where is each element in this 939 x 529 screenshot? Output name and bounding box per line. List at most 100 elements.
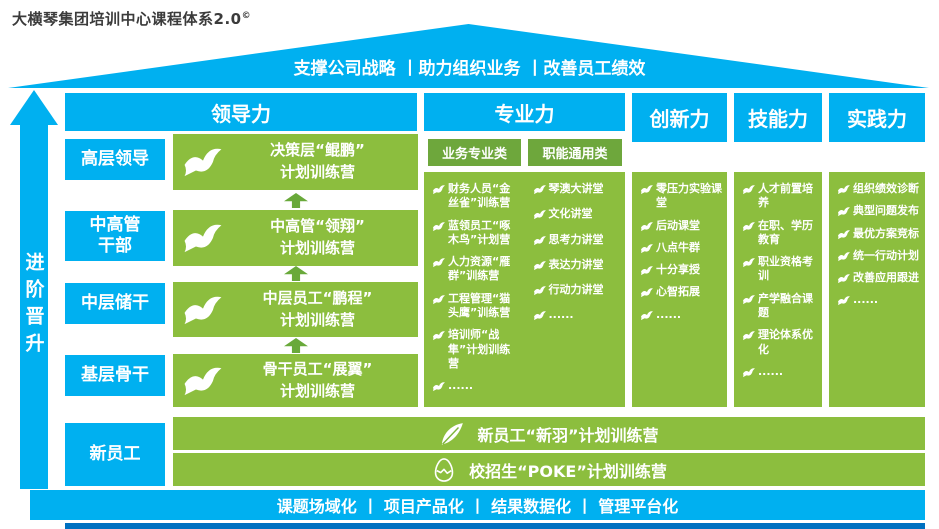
bird-bullet-icon bbox=[640, 310, 656, 321]
bird-bullet-icon bbox=[533, 184, 549, 195]
page-title: 大横琴集团培训中心课程体系2.0© bbox=[12, 8, 251, 29]
list-item: 琴澳大讲堂 bbox=[533, 182, 622, 196]
bird-bullet-icon bbox=[742, 257, 758, 268]
leadership-camp-executive: 决策层“鲲鹏” 计划训练营 bbox=[173, 134, 418, 190]
foundation-bar: 课题场域化 丨 项目产品化 丨 结果数据化 丨 管理平台化 bbox=[30, 490, 925, 520]
list-item: 典型问题发布 bbox=[837, 204, 921, 218]
list-item: ...... bbox=[432, 379, 521, 393]
subheader-general: 职能通用类 bbox=[528, 139, 622, 166]
list-item: 统一行动计划 bbox=[837, 249, 921, 263]
general-item-list: 琴澳大讲堂 文化讲堂 思考力讲堂 表达力讲堂 行动力讲堂 ...... bbox=[525, 172, 626, 407]
bird-bullet-icon bbox=[533, 310, 549, 321]
campus-hire-camp-row: 校招生“POKE”计划训练营 bbox=[173, 453, 925, 486]
bird-bullet-icon bbox=[640, 184, 656, 195]
level-label-senior: 中高管 干部 bbox=[65, 211, 165, 261]
list-item: 文化讲堂 bbox=[533, 207, 622, 221]
list-item: 行动力讲堂 bbox=[533, 283, 622, 297]
column-header-skills: 技能力 bbox=[734, 93, 822, 142]
list-item: 蓝领员工“啄木鸟”计划营 bbox=[432, 219, 521, 248]
bird-bullet-icon bbox=[432, 294, 448, 305]
bird-bullet-icon bbox=[432, 184, 448, 195]
leadership-camp-senior: 中高管“领翔” 计划训练营 bbox=[173, 210, 418, 266]
list-item: 改善应用跟进 bbox=[837, 271, 921, 285]
bird-bullet-icon bbox=[742, 294, 758, 305]
list-item: ...... bbox=[742, 365, 818, 379]
list-item: 零压力实验课堂 bbox=[640, 182, 723, 211]
level-label-executive: 高层领导 bbox=[65, 139, 165, 180]
column-header-innovation: 创新力 bbox=[632, 93, 727, 142]
bird-bullet-icon bbox=[837, 229, 853, 240]
list-item: 心智拓展 bbox=[640, 285, 723, 299]
bird-bullet-icon bbox=[742, 221, 758, 232]
panel-skills: 人才前置培养 在职、学历教育 职业资格考训 产学融合课题 理论体系优化 ....… bbox=[734, 172, 822, 407]
list-item: 人才前置培养 bbox=[742, 182, 818, 211]
camp-label: 决策层“鲲鹏” 计划训练营 bbox=[270, 141, 365, 181]
list-item: 人力资源“雁群”训练营 bbox=[432, 255, 521, 284]
bird-bullet-icon bbox=[837, 273, 853, 284]
list-item: 在职、学历教育 bbox=[742, 219, 818, 248]
list-item: 十分享授 bbox=[640, 263, 723, 277]
flying-bird-icon bbox=[179, 364, 227, 398]
level-label-backbone: 基层骨干 bbox=[65, 355, 165, 396]
feather-icon bbox=[439, 421, 465, 447]
list-item: 理论体系优化 bbox=[742, 328, 818, 357]
bird-bullet-icon bbox=[837, 251, 853, 262]
camp-label: 骨干员工“展翼” 计划训练营 bbox=[262, 359, 373, 400]
leadership-camp-backbone: 骨干员工“展翼” 计划训练营 bbox=[173, 354, 418, 407]
bird-bullet-icon bbox=[837, 184, 853, 195]
list-item: 表达力讲堂 bbox=[533, 258, 622, 272]
bird-bullet-icon bbox=[837, 295, 853, 306]
list-item: 最优方案竞标 bbox=[837, 227, 921, 241]
up-arrow-icon bbox=[284, 193, 308, 208]
list-item: ...... bbox=[837, 293, 921, 307]
bird-bullet-icon bbox=[533, 209, 549, 220]
bird-bullet-icon bbox=[533, 235, 549, 246]
flying-bird-icon bbox=[179, 293, 227, 327]
copyright-mark: © bbox=[241, 11, 252, 21]
list-item: 八点牛群 bbox=[640, 241, 723, 255]
bird-bullet-icon bbox=[742, 184, 758, 195]
cracked-egg-icon bbox=[431, 457, 457, 483]
leadership-camp-middle: 中层员工“鹏程” 计划训练营 bbox=[173, 282, 418, 337]
roof-banner-text: 支撑公司战略 丨助力组织业务 丨改善员工绩效 bbox=[293, 59, 646, 79]
bird-bullet-icon bbox=[432, 221, 448, 232]
bird-bullet-icon bbox=[640, 221, 656, 232]
newcomer-camp-label: 新员工“新羽”计划训练营 bbox=[477, 425, 659, 445]
bird-bullet-icon bbox=[533, 285, 549, 296]
subheader-business: 业务专业类 bbox=[428, 139, 521, 166]
list-item: 组织绩效诊断 bbox=[837, 182, 921, 196]
list-item: 财务人员“金丝雀”训练营 bbox=[432, 182, 521, 211]
list-item: 思考力讲堂 bbox=[533, 233, 622, 247]
footer-strip bbox=[65, 523, 925, 529]
bird-bullet-icon bbox=[640, 243, 656, 254]
flying-bird-icon bbox=[179, 145, 227, 179]
bird-bullet-icon bbox=[432, 330, 448, 341]
bird-bullet-icon bbox=[837, 206, 853, 217]
camp-label: 中高管“领翔” 计划训练营 bbox=[270, 217, 365, 257]
column-header-practice: 实践力 bbox=[829, 93, 925, 142]
column-header-leadership: 领导力 bbox=[65, 93, 417, 131]
bird-bullet-icon bbox=[640, 265, 656, 276]
panel-professional: 财务人员“金丝雀”训练营 蓝领员工“啄木鸟”计划营 人力资源“雁群”训练营 工程… bbox=[424, 172, 625, 407]
list-item: 工程管理“猫头鹰”训练营 bbox=[432, 292, 521, 321]
progression-arrow: 进阶晋升 bbox=[20, 123, 48, 489]
page-title-text: 大横琴集团培训中心课程体系2.0 bbox=[12, 10, 242, 28]
progression-label: 进阶晋升 bbox=[22, 252, 45, 360]
column-header-professional: 专业力 bbox=[424, 93, 625, 131]
list-item: ...... bbox=[640, 308, 723, 322]
newcomer-camp-row: 新员工“新羽”计划训练营 bbox=[173, 417, 925, 450]
list-item: ...... bbox=[533, 308, 622, 322]
campus-hire-camp-label: 校招生“POKE”计划训练营 bbox=[469, 461, 667, 481]
list-item: 培训师“战隼”计划训练营 bbox=[432, 328, 521, 371]
bird-bullet-icon bbox=[432, 381, 448, 392]
bird-bullet-icon bbox=[533, 260, 549, 271]
bird-bullet-icon bbox=[742, 367, 758, 378]
level-label-middle: 中层储干 bbox=[65, 283, 165, 324]
panel-practice: 组织绩效诊断 典型问题发布 最优方案竞标 统一行动计划 改善应用跟进 .....… bbox=[829, 172, 925, 407]
up-arrow-icon bbox=[284, 338, 308, 353]
list-item: 后动课堂 bbox=[640, 219, 723, 233]
bird-bullet-icon bbox=[432, 257, 448, 268]
list-item: 职业资格考训 bbox=[742, 255, 818, 284]
bird-bullet-icon bbox=[742, 330, 758, 341]
camp-label: 中层员工“鹏程” 计划训练营 bbox=[262, 288, 373, 329]
